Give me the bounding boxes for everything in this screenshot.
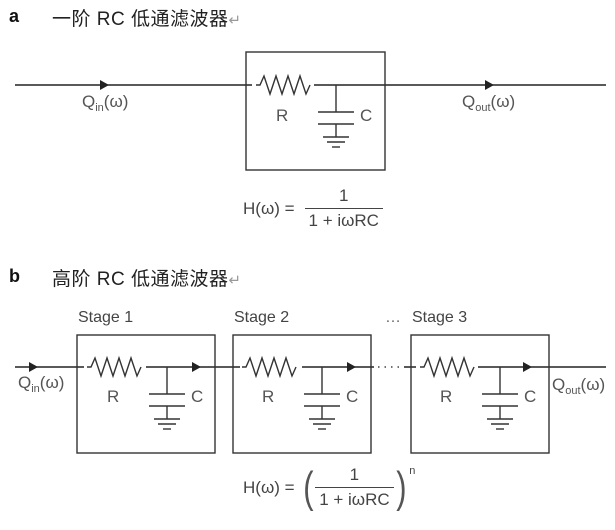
output-signal-label: Qout(ω) — [552, 375, 606, 397]
stage-box — [232, 334, 372, 454]
transfer-function-higher-order: H(ω) = ( 1 1 + iωRC ) n — [243, 462, 416, 512]
capacitor-label: C — [360, 106, 373, 125]
panel-b-title: 高阶 RC 低通滤波器↵ — [52, 269, 242, 290]
panel-b-circuit — [15, 334, 606, 454]
exponent: n — [409, 465, 416, 477]
right-paren: ) — [395, 462, 407, 512]
capacitor-label: C — [346, 387, 359, 406]
stage-box — [410, 334, 550, 454]
return-mark-icon: ↵ — [228, 12, 242, 29]
return-mark-icon: ↵ — [228, 272, 242, 289]
ellipsis: … — [385, 309, 401, 326]
output-arrow — [485, 80, 494, 90]
stage-arrow — [192, 362, 201, 372]
stage-arrow — [347, 362, 356, 372]
output-signal-label: Qout(ω) — [462, 92, 516, 114]
panel-a-letter: a — [9, 6, 20, 26]
fraction: 1 1 + iωRC — [315, 465, 394, 510]
capacitor-label: C — [191, 387, 204, 406]
panel-a-title: 一阶 RC 低通滤波器↵ — [52, 9, 242, 30]
stage-arrow — [523, 362, 532, 372]
stage-box — [76, 334, 216, 454]
input-signal-label: Qin(ω) — [82, 92, 129, 114]
fraction: 1 1 + iωRC — [304, 186, 383, 231]
left-paren: ( — [302, 462, 313, 512]
filter-box — [245, 51, 386, 171]
panel-b-letter: b — [9, 266, 20, 286]
input-signal-label: Qin(ω) — [18, 373, 65, 395]
input-arrow — [29, 362, 38, 372]
stage-2-label: Stage 2 — [234, 309, 290, 326]
panel-a-circuit — [15, 51, 606, 171]
resistor-label: R — [440, 387, 453, 406]
resistor-label: R — [107, 387, 120, 406]
resistor-label: R — [276, 106, 289, 125]
capacitor-label: C — [524, 387, 537, 406]
transfer-function-first-order: H(ω) = 1 1 + iωRC — [243, 186, 383, 231]
input-arrow — [100, 80, 109, 90]
stage-1-label: Stage 1 — [78, 309, 134, 326]
stage-3-label: Stage 3 — [412, 309, 468, 326]
resistor-label: R — [262, 387, 275, 406]
